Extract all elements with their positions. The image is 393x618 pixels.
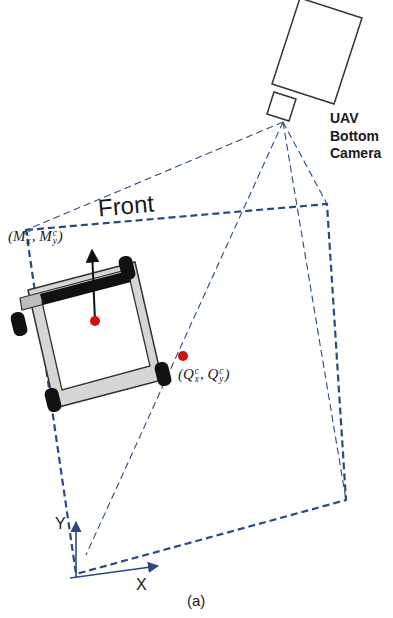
axis-label: X [136, 576, 147, 594]
coordinate-label: (Qcx, Qcy) [178, 366, 229, 383]
front-label: Front [97, 190, 155, 223]
ground-robot [9, 250, 172, 413]
field-of-view [26, 122, 346, 574]
axis-label: Y [55, 515, 66, 533]
uav-camera [267, 0, 362, 121]
camera-label: UAV Bottom Camera [330, 110, 388, 163]
coordinate-label: (Mcx, Mcy) [8, 228, 63, 245]
axes [70, 522, 158, 578]
caption: (a) [187, 592, 205, 609]
center-point [178, 351, 188, 361]
